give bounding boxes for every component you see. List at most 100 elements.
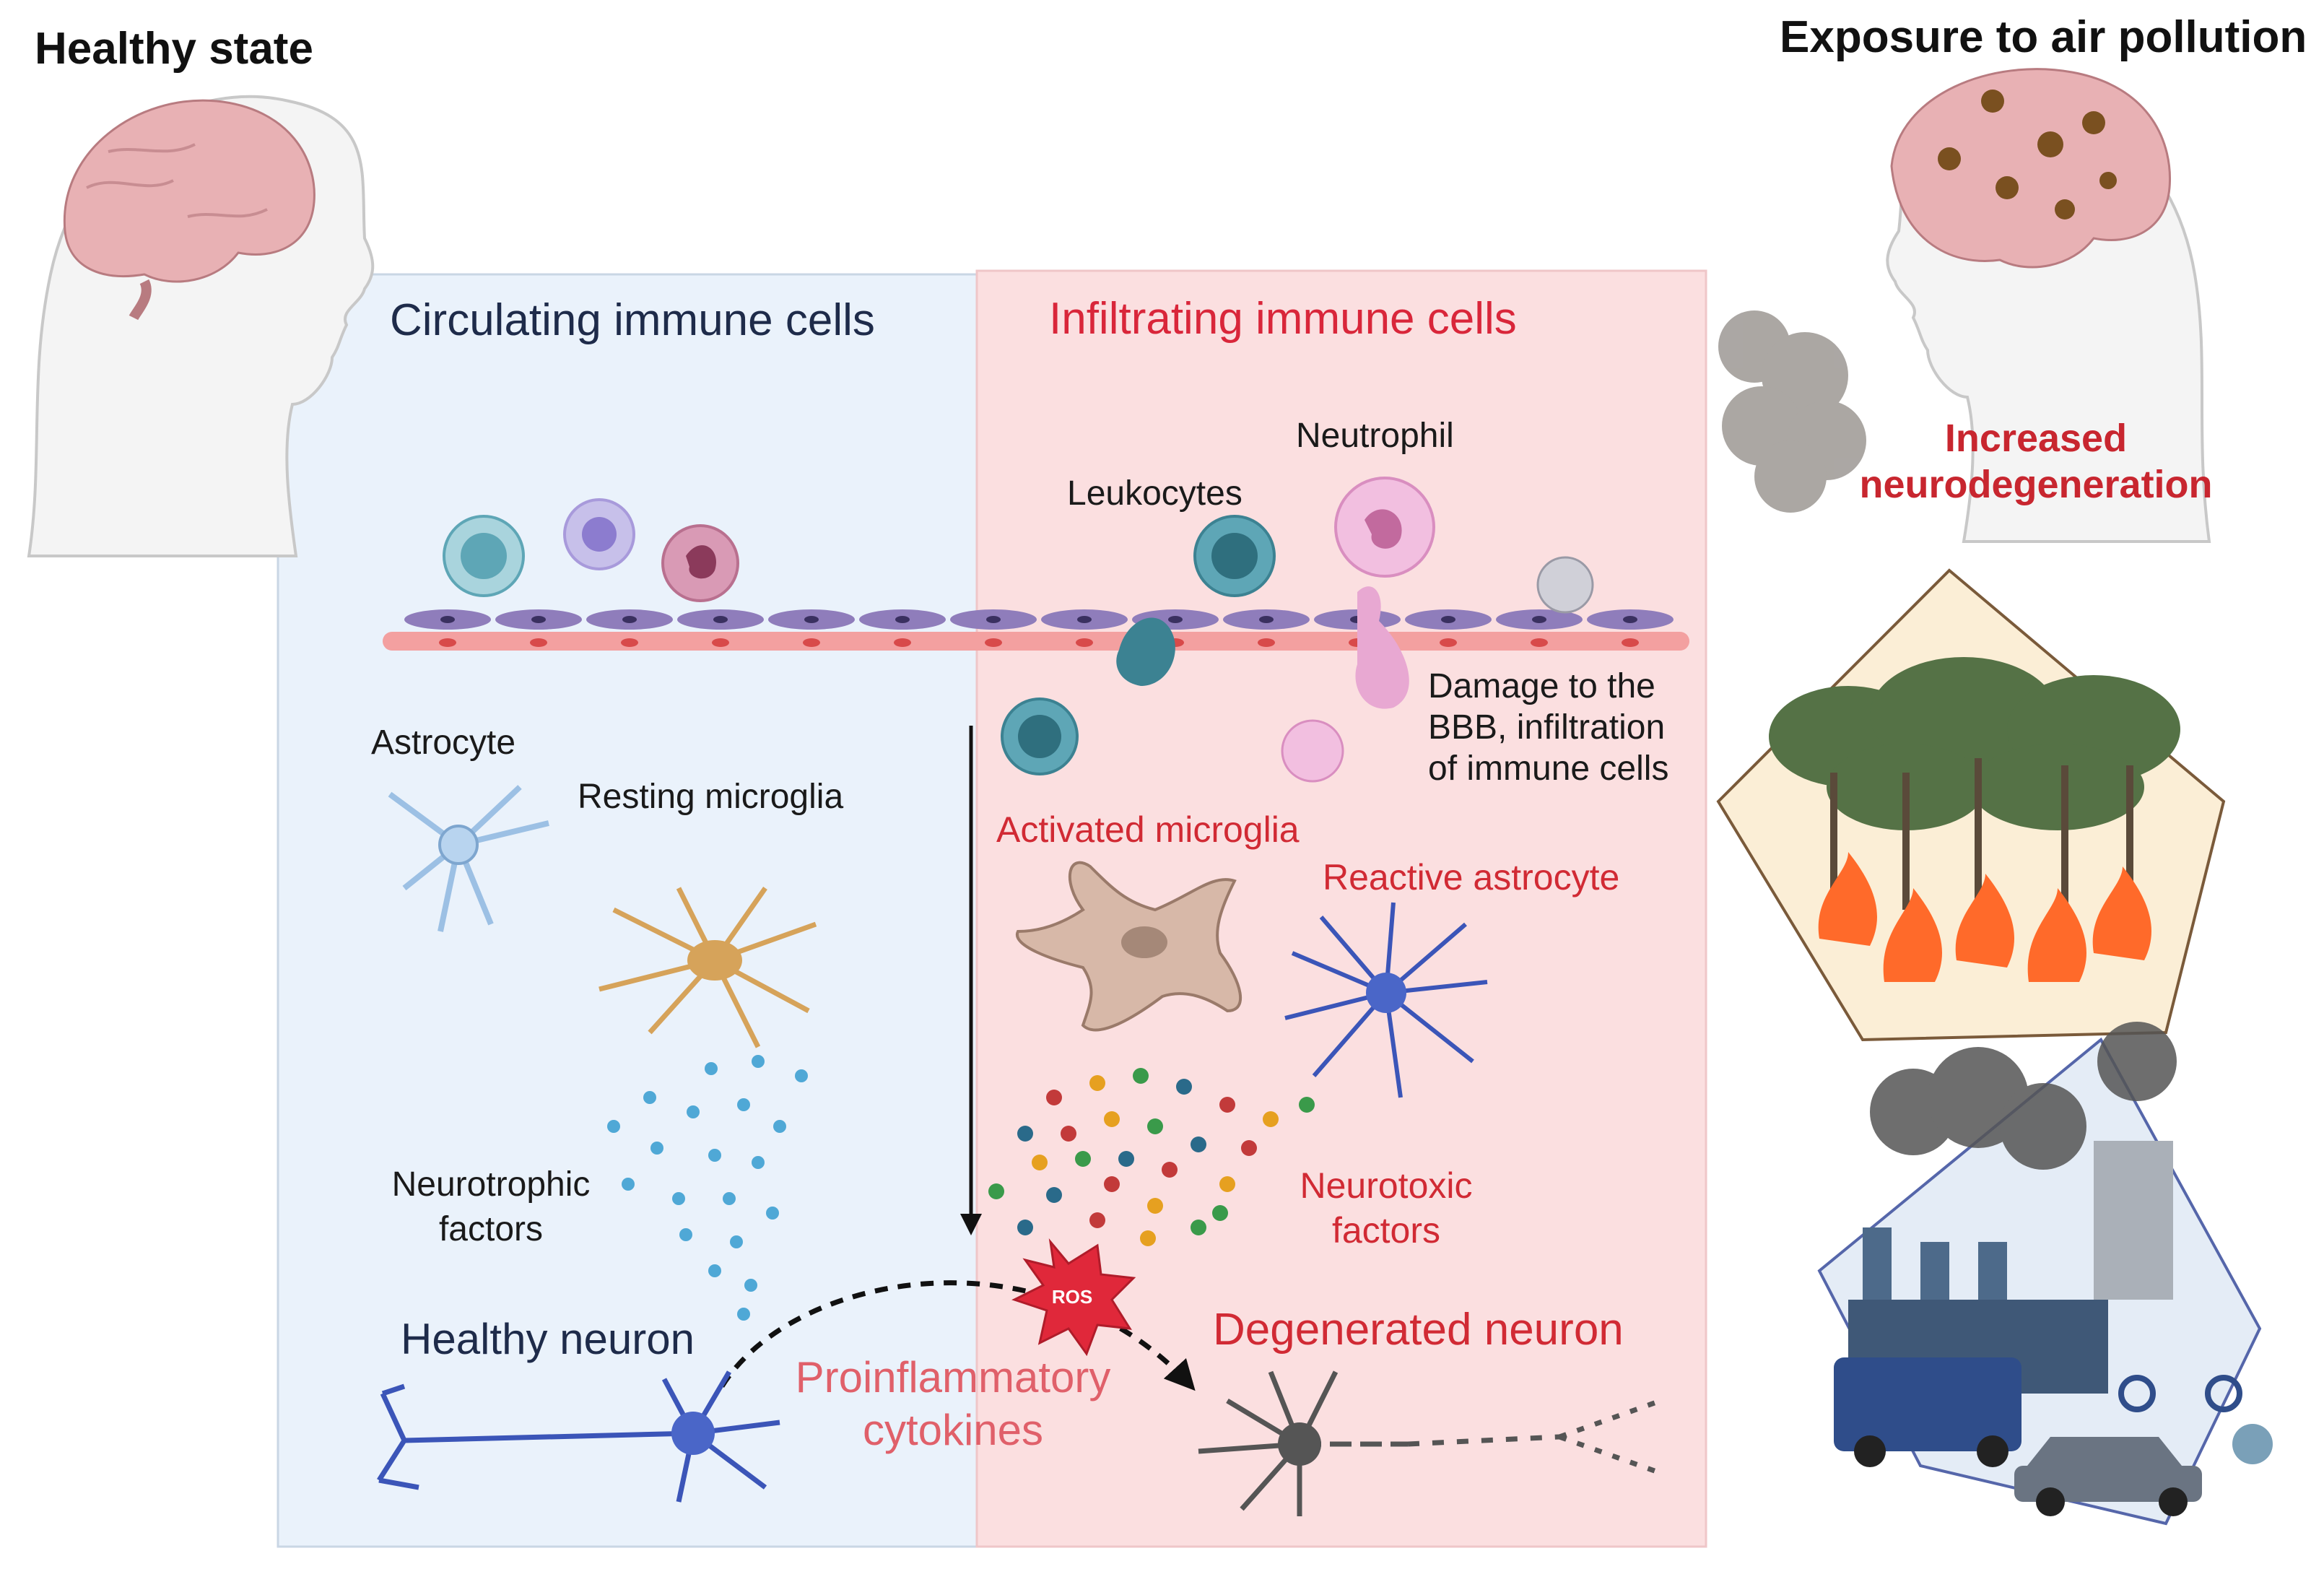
- neurotoxic-line2: factors: [1331, 1210, 1441, 1251]
- pericyte-nucleus: [439, 638, 456, 647]
- right-panel-heading: Infiltrating immune cells: [1049, 294, 1517, 344]
- neurotoxic-dot: [1017, 1126, 1033, 1142]
- neurotrophic-dot: [705, 1062, 718, 1075]
- neurotoxic-dot: [1263, 1111, 1279, 1127]
- neurotrophic-dot: [744, 1279, 757, 1292]
- neurotoxic-dot: [1147, 1198, 1163, 1214]
- endothelial-nucleus: [1441, 616, 1455, 623]
- neurotoxic-dot: [1104, 1176, 1120, 1192]
- resting-microglia-label: Resting microglia: [578, 778, 844, 816]
- neurotrophic-dot: [708, 1149, 721, 1162]
- activated-microglia-nucleus: [1121, 926, 1167, 958]
- neurotrophic-dot: [723, 1192, 736, 1205]
- neurotoxic-dot: [1118, 1151, 1134, 1167]
- neurotoxic-dot: [1017, 1220, 1033, 1235]
- endothelial-nucleus: [622, 616, 637, 623]
- neurotrophic-line2: factors: [438, 1210, 544, 1248]
- leukocytes-label: Leukocytes: [1067, 474, 1242, 513]
- ros-burst: [1011, 1238, 1136, 1357]
- cytokine-arrow: [720, 1280, 1196, 1391]
- resting-microglia-body: [687, 940, 742, 981]
- neurotrophic-dot: [773, 1120, 786, 1133]
- neurotrophic-dot: [679, 1228, 692, 1241]
- neurotrophic-dot: [708, 1264, 721, 1277]
- neurotrophic-dot: [795, 1069, 808, 1082]
- endothelial-nucleus: [713, 616, 728, 623]
- pericyte-nucleus: [985, 638, 1002, 647]
- bbb-damage-line1: Damage to the: [1428, 667, 1655, 705]
- astrocyte-label: Astrocyte: [371, 723, 516, 762]
- neurotoxic-dot: [1299, 1097, 1315, 1113]
- pericyte-nucleus: [1622, 638, 1639, 647]
- neurotrophic-dot: [766, 1207, 779, 1220]
- pericyte-nucleus: [712, 638, 729, 647]
- pericyte-nucleus: [1440, 638, 1457, 647]
- left-panel-heading: Circulating immune cells: [390, 295, 875, 345]
- pericyte-nucleus: [530, 638, 547, 647]
- endothelial-nucleus: [895, 616, 910, 623]
- endothelial-nucleus: [531, 616, 546, 623]
- reactive-astrocyte-label: Reactive astrocyte: [1323, 857, 1620, 897]
- healthy-neuron-label: Healthy neuron: [401, 1315, 695, 1363]
- neurotoxic-dot: [1219, 1097, 1235, 1113]
- neutrophil-label: Neutrophil: [1296, 417, 1454, 455]
- endothelial-nucleus: [1168, 616, 1183, 623]
- infiltrating-cells: [1001, 477, 1594, 783]
- neurotoxic-dot: [1046, 1187, 1062, 1203]
- neurotoxic-line1: Neurotoxic: [1300, 1165, 1473, 1206]
- neurotrophic-dot: [622, 1178, 635, 1191]
- increased-line2: neurodegeneration: [1859, 463, 2213, 506]
- neurotoxic-dot: [1191, 1136, 1206, 1152]
- degenerated-neuron-label: Degenerated neuron: [1213, 1305, 1624, 1355]
- neurotoxic-dot: [1089, 1075, 1105, 1091]
- industry-pollution-icon: [1817, 1022, 2273, 1526]
- neurotoxic-dot: [988, 1183, 1004, 1199]
- neurotoxic-dot: [1140, 1230, 1156, 1246]
- forest-fire-icon: [1716, 568, 2226, 1042]
- astrocyte-body: [438, 825, 479, 865]
- endothelial-nucleus: [1623, 616, 1637, 623]
- endothelial-nucleus: [1532, 616, 1546, 623]
- neurotoxic-dot: [1212, 1205, 1228, 1221]
- neurotrophic-dot: [687, 1105, 700, 1118]
- healthy-neuron-body: [671, 1412, 715, 1455]
- neurotrophic-dot: [752, 1156, 765, 1169]
- endothelial-nucleus: [1077, 616, 1092, 623]
- exposure-title: Exposure to air pollution: [1780, 12, 2307, 62]
- neurotrophic-dot: [752, 1055, 765, 1068]
- reactive-astrocyte-body: [1366, 973, 1406, 1013]
- ros-label: ROS: [1051, 1286, 1093, 1308]
- activated-microglia-label: Activated microglia: [996, 809, 1300, 850]
- bbb-damage-line3: of immune cells: [1428, 749, 1669, 788]
- neurotrophic-dot: [737, 1098, 750, 1111]
- neurotoxic-dot: [1241, 1140, 1257, 1156]
- neurotrophic-dot: [643, 1091, 656, 1104]
- neurotrophic-dot: [737, 1308, 750, 1321]
- degenerated-neuron-body: [1278, 1422, 1321, 1466]
- neurotoxic-dot: [1032, 1155, 1048, 1170]
- left-panel: [277, 273, 978, 1548]
- pericyte-nucleus: [803, 638, 820, 647]
- neurotoxic-dot: [1075, 1151, 1091, 1167]
- pericyte-nucleus: [621, 638, 638, 647]
- pericyte-nucleus: [894, 638, 911, 647]
- neurotoxic-particles: [988, 1068, 1315, 1246]
- endothelial-nucleus: [986, 616, 1001, 623]
- neurotrophic-dot: [607, 1120, 620, 1133]
- neurotrophic-particles: [607, 1055, 808, 1321]
- neurotoxic-dot: [1219, 1176, 1235, 1192]
- healthy-head-icon: [27, 95, 375, 557]
- neurotoxic-dot: [1104, 1111, 1120, 1127]
- circulating-cells: [443, 498, 739, 602]
- pericyte-nucleus: [1531, 638, 1548, 647]
- increased-line1: Increased: [1944, 417, 2128, 460]
- pericyte-nucleus: [1258, 638, 1275, 647]
- neurotrophic-dot: [650, 1142, 663, 1155]
- neurotoxic-dot: [1061, 1126, 1076, 1142]
- neurotoxic-dot: [1147, 1118, 1163, 1134]
- neurotoxic-dot: [1176, 1079, 1192, 1095]
- bbb-damage-line2: BBB, infiltration: [1428, 708, 1666, 747]
- healthy-state-title: Healthy state: [35, 24, 313, 74]
